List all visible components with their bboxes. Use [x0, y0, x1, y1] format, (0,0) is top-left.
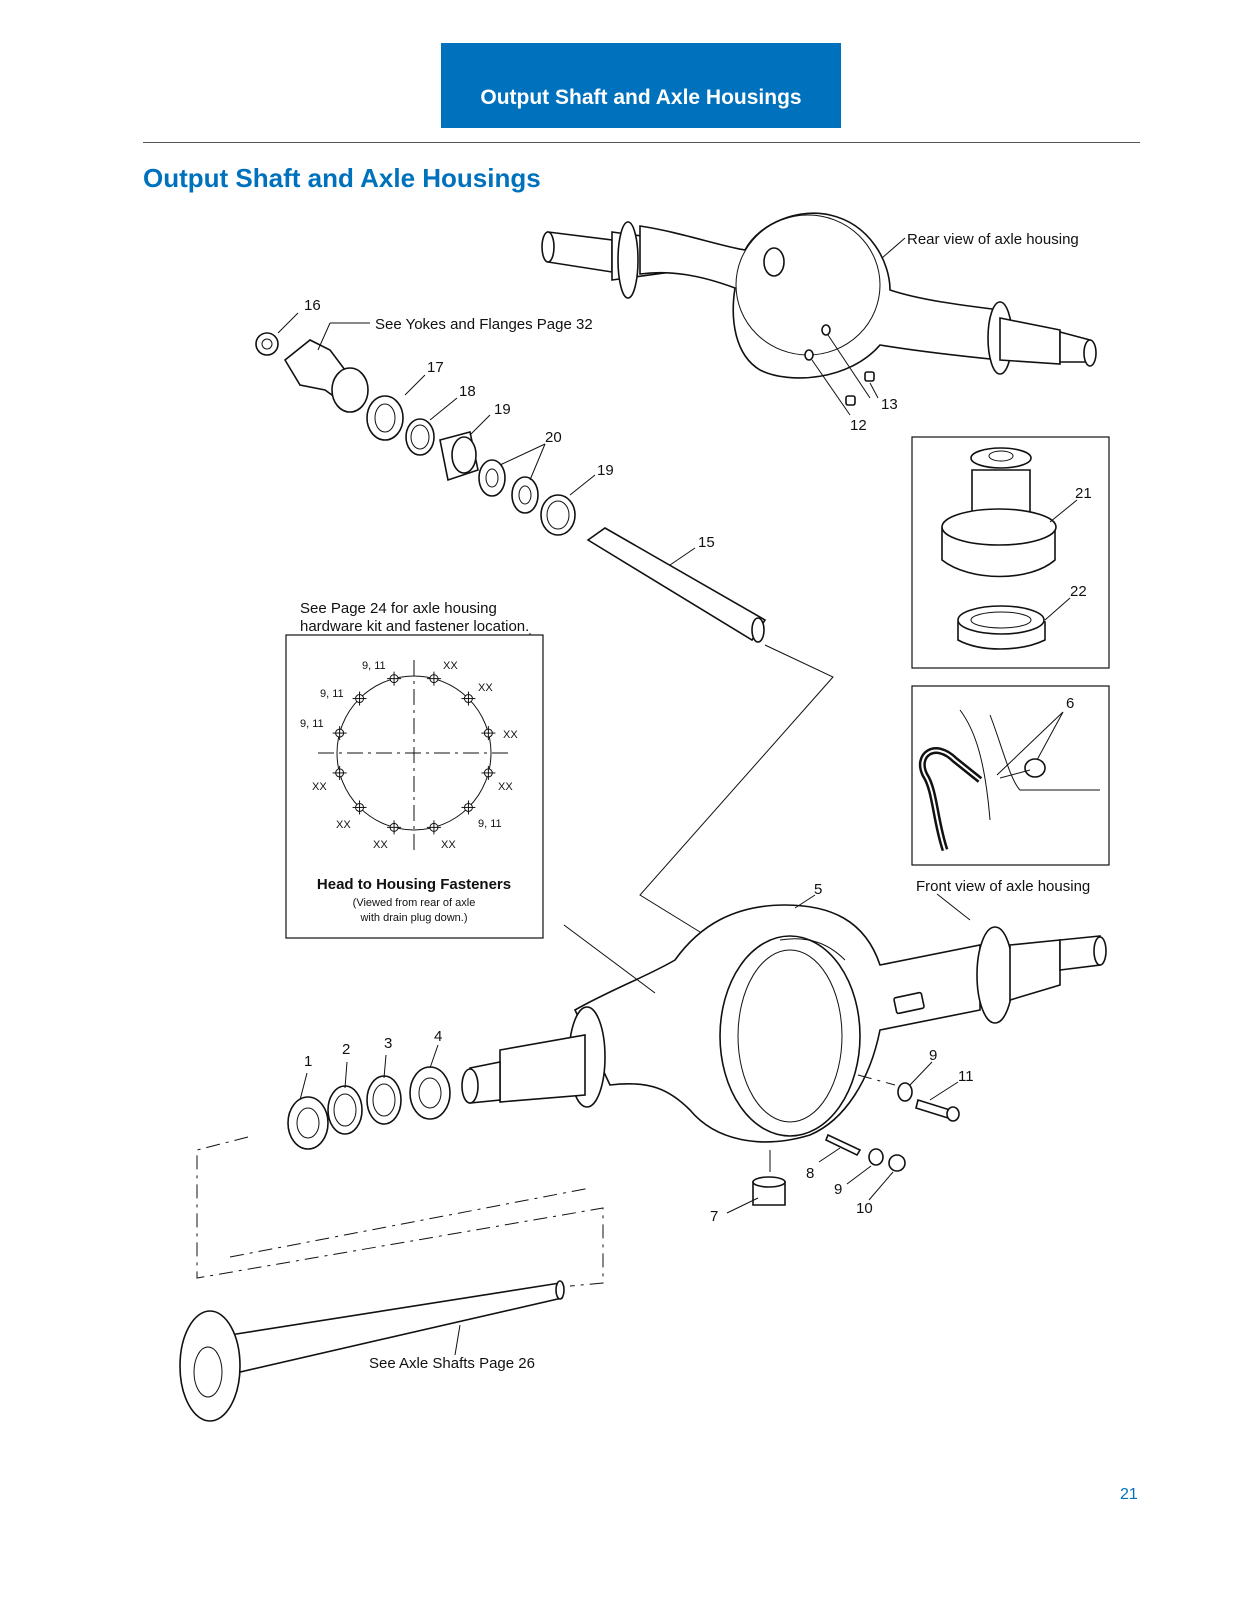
hardware-note-line2: hardware kit and fastener location. — [300, 618, 529, 635]
part-number-3: 3 — [384, 1035, 392, 1052]
section-tab-title: Output Shaft and Axle Housings — [480, 85, 802, 109]
part-number-16: 16 — [304, 297, 321, 314]
fastener-label: XX — [478, 682, 493, 694]
part-number-9: 9 — [834, 1181, 842, 1198]
part-number-12: 12 — [850, 417, 867, 434]
bolt-holes — [332, 671, 496, 835]
spindle-nuts — [287, 1066, 451, 1150]
part-number-21: 21 — [1075, 485, 1092, 502]
yokes-reference-label: See Yokes and Flanges Page 32 — [375, 316, 593, 333]
section-tab: Output Shaft and Axle Housings — [441, 43, 841, 128]
fastener-label: XX — [336, 819, 351, 831]
rear-view-label: Rear view of axle housing — [907, 231, 1079, 248]
fastener-label: XX — [373, 839, 388, 851]
fastener-label: XX — [312, 781, 327, 793]
page-number: 21 — [1120, 1486, 1138, 1503]
part-number-6: 6 — [1066, 695, 1074, 712]
breather-inset — [911, 685, 1110, 866]
fastener-label: 9, 11 — [478, 818, 502, 830]
front-view-label: Front view of axle housing — [916, 878, 1090, 895]
fastener-label: XX — [443, 660, 458, 672]
fastener-label: 9, 11 — [362, 660, 386, 672]
part-number-8: 8 — [806, 1165, 814, 1182]
rear-axle-housing — [541, 212, 1097, 406]
axle-shafts-reference-label: See Axle Shafts Page 26 — [369, 1355, 535, 1372]
part-number-13: 13 — [881, 396, 898, 413]
part-number-18: 18 — [459, 383, 476, 400]
part-number-15: 15 — [698, 534, 715, 551]
part-number-22: 22 — [1070, 583, 1087, 600]
fastener-label: 9, 11 — [300, 718, 324, 730]
fastener-diagram-note-line1: (Viewed from rear of axle — [353, 897, 476, 909]
assembly-lines — [196, 644, 896, 1287]
axle-shaft — [179, 1280, 565, 1422]
part-number-19: 19 — [597, 462, 614, 479]
part-number-20: 20 — [545, 429, 562, 446]
part-number-10: 10 — [856, 1200, 873, 1217]
front-axle-housing — [461, 904, 1107, 1206]
page-title: Output Shaft and Axle Housings — [143, 163, 541, 193]
part-number-9: 9 — [929, 1047, 937, 1064]
fastener-pattern-box — [285, 634, 544, 939]
fastener-label: XX — [498, 781, 513, 793]
fastener-label: 9, 11 — [320, 688, 344, 700]
part-number-7: 7 — [710, 1208, 718, 1225]
bearing-inset — [911, 436, 1110, 669]
part-number-4: 4 — [434, 1028, 442, 1045]
part-number-5: 5 — [814, 881, 822, 898]
part-number-19: 19 — [494, 401, 511, 418]
fastener-diagram-title: Head to Housing Fasteners — [317, 876, 511, 893]
fastener-label: XX — [441, 839, 456, 851]
part-number-11: 11 — [958, 1068, 974, 1085]
hardware-note-line1: See Page 24 for axle housing — [300, 600, 497, 617]
pinion-assembly — [255, 332, 767, 643]
leader-lines-top — [277, 237, 906, 566]
part-number-1: 1 — [304, 1053, 312, 1070]
part-number-2: 2 — [342, 1041, 350, 1058]
fastener-label: XX — [503, 729, 518, 741]
part-number-17: 17 — [427, 359, 444, 376]
leader-lines-bottom — [299, 893, 971, 1356]
header-rule — [143, 142, 1140, 143]
fastener-diagram-note-line2: with drain plug down.) — [359, 912, 467, 924]
